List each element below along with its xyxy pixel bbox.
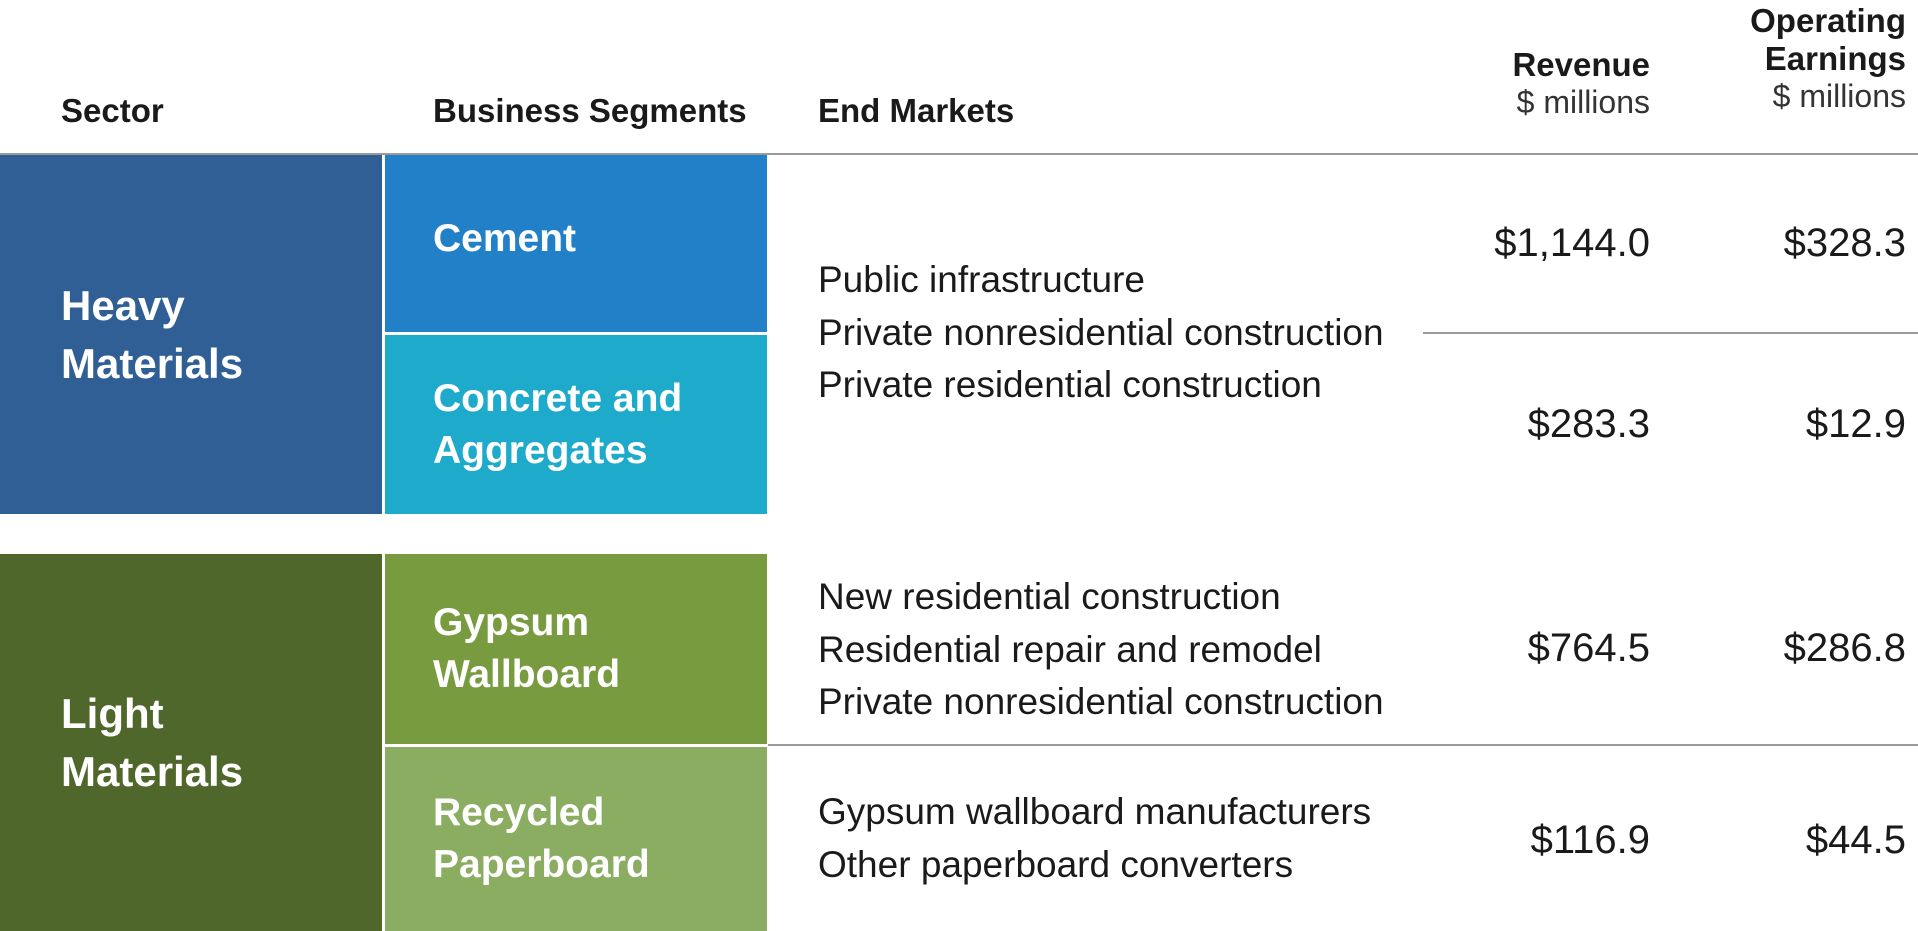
header-revenue-unit: $ millions <box>1516 83 1650 120</box>
header-sector: Sector <box>61 92 164 129</box>
light-row-divider <box>768 744 1918 746</box>
heavy-row-divider <box>1423 332 1918 334</box>
earnings-cement: $328.3 <box>1783 221 1906 265</box>
header-revenue-title: Revenue <box>1512 46 1650 83</box>
header-divider <box>0 153 1918 155</box>
segment-concrete-aggregates: Concrete and Aggregates <box>385 335 767 514</box>
sector-light-materials: Light Materials <box>0 554 382 931</box>
segment-paperboard-line2: Paperboard <box>433 843 650 886</box>
sector-light-line2: Materials <box>61 747 244 795</box>
end-market-item: Public infrastructure <box>818 259 1145 300</box>
end-market-item: Private nonresidential construction <box>818 681 1384 723</box>
revenue-concrete-aggregates: $283.3 <box>1527 402 1650 446</box>
sector-heavy-line1: Heavy <box>61 282 185 330</box>
end-markets-paperboard: Gypsum wallboard manufacturers Other pap… <box>818 786 1371 891</box>
header-earnings-line2: Earnings <box>1764 39 1906 77</box>
end-markets-gypsum: New residential construction Residential… <box>818 571 1384 729</box>
segment-cement-label: Cement <box>433 217 577 260</box>
revenue-recycled-paperboard: $116.9 <box>1530 818 1650 862</box>
segment-concrete-line2: Aggregates <box>433 428 648 472</box>
header-revenue: Revenue $ millions <box>1410 46 1650 121</box>
header-business-segments: Business Segments <box>433 92 747 129</box>
earnings-gypsum-wallboard: $286.8 <box>1783 626 1906 670</box>
end-markets-heavy: Public infrastructure Private nonresiden… <box>818 254 1384 412</box>
end-market-item: New residential construction <box>818 576 1281 617</box>
header-earnings-line1: Operating <box>1750 2 1906 39</box>
segment-gypsum-line1: Gypsum <box>433 601 590 645</box>
segment-gypsum-line2: Wallboard <box>433 653 621 696</box>
revenue-gypsum-wallboard: $764.5 <box>1527 626 1650 670</box>
header-operating-earnings: Operating Earnings $ millions <box>1646 2 1906 115</box>
end-market-item: Gypsum wallboard manufacturers <box>818 791 1372 832</box>
segment-recycled-paperboard: Recycled Paperboard <box>385 747 767 931</box>
sector-light-line1: Light <box>61 690 164 738</box>
segment-concrete-line1: Concrete and <box>433 376 683 420</box>
segment-cement: Cement <box>385 155 767 332</box>
sector-heavy-line2: Materials <box>61 339 244 387</box>
end-market-item: Private nonresidential construction <box>818 311 1384 353</box>
sector-heavy-materials: Heavy Materials <box>0 155 382 514</box>
header-earnings-unit: $ millions <box>1772 77 1906 114</box>
end-market-item: Private residential construction <box>818 364 1322 406</box>
segment-paperboard-line1: Recycled <box>433 791 605 835</box>
earnings-concrete-aggregates: $12.9 <box>1805 402 1906 446</box>
segment-gypsum-wallboard: Gypsum Wallboard <box>385 554 767 744</box>
revenue-cement: $1,144.0 <box>1494 221 1650 265</box>
end-market-item: Residential repair and remodel <box>818 628 1322 670</box>
end-market-item: Other paperboard converters <box>818 843 1294 885</box>
earnings-recycled-paperboard: $44.5 <box>1805 818 1906 862</box>
header-end-markets: End Markets <box>818 92 1015 129</box>
